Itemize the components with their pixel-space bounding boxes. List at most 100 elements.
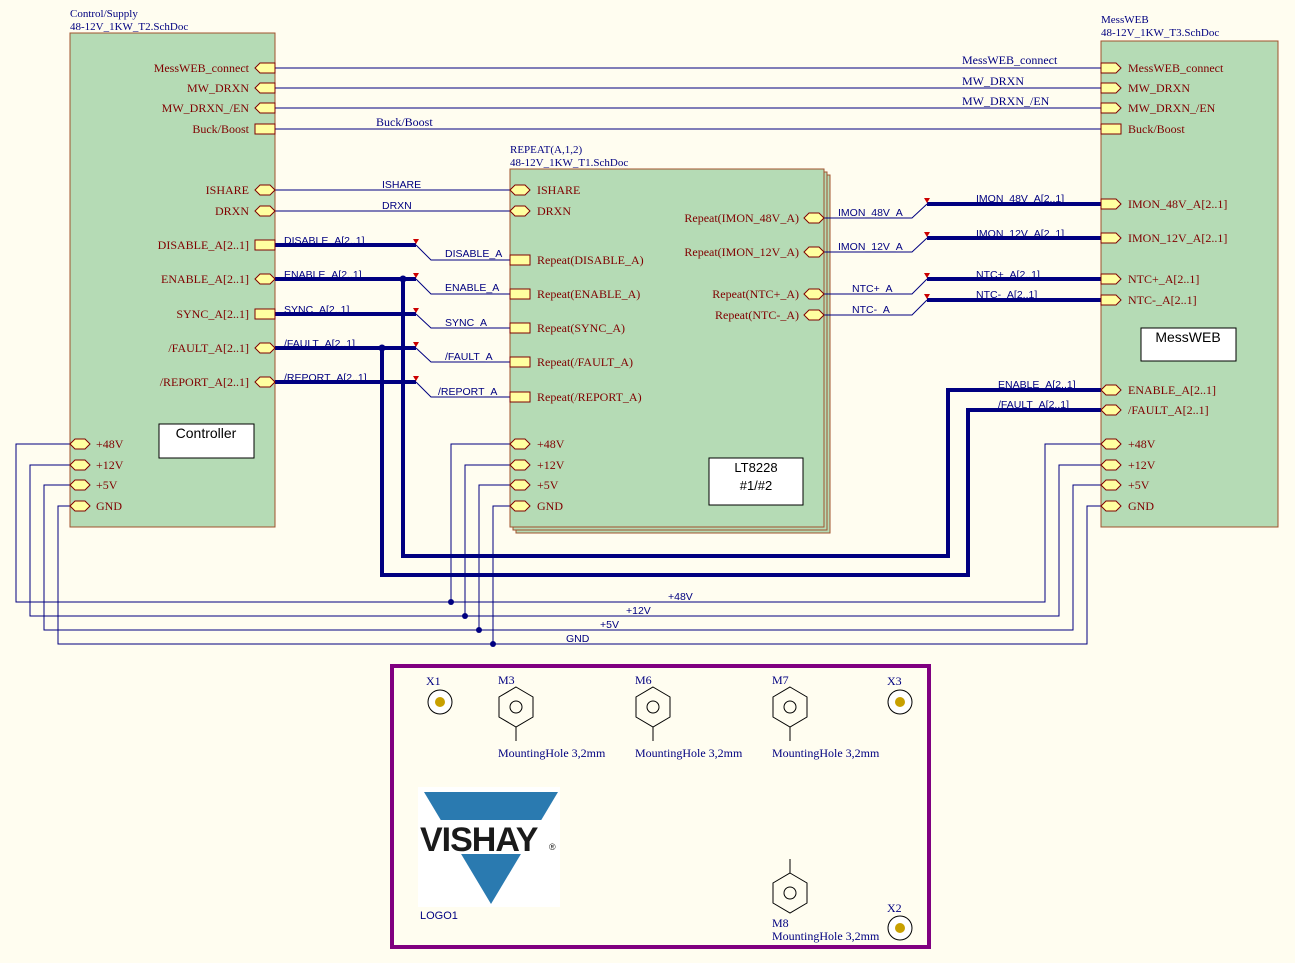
port-control-mw-drxn[interactable] xyxy=(254,82,276,94)
port-repeat-p12[interactable] xyxy=(509,459,531,471)
messweb-port-label: /FAULT_A[2..1] xyxy=(1128,403,1209,417)
port-control-p48[interactable] xyxy=(69,438,91,450)
net-label: MW_DRXN_/EN xyxy=(962,94,1050,108)
port-repeat-fault[interactable] xyxy=(509,356,531,368)
port-mw-ntcp[interactable] xyxy=(1100,273,1122,285)
port-mw-buck-boost[interactable] xyxy=(1100,123,1122,135)
port-repeat-imon48[interactable] xyxy=(803,212,825,224)
mounting-hole-m6[interactable]: M6 MountingHole 3,2mm xyxy=(635,673,743,760)
port-control-gnd[interactable] xyxy=(69,500,91,512)
port-mw-messweb-connect[interactable] xyxy=(1100,62,1122,74)
messweb-port-label: MW_DRXN xyxy=(1128,81,1190,95)
bus-enable-to-messweb[interactable] xyxy=(401,279,1101,558)
port-repeat-sync[interactable] xyxy=(509,322,531,334)
port-mw-fault[interactable] xyxy=(1100,404,1122,416)
port-control-messweb-connect[interactable] xyxy=(254,62,276,74)
port-control-enable[interactable] xyxy=(254,273,276,285)
wire-sync-a[interactable] xyxy=(415,313,510,329)
buses xyxy=(275,202,1101,577)
sheet-repeat[interactable]: REPEAT(A,1,2) 48-12V_1KW_T1.SchDoc LT822… xyxy=(509,144,831,534)
messweb-port-label: IMON_12V_A[2..1] xyxy=(1128,231,1227,245)
wire-p48[interactable] xyxy=(15,443,1101,603)
port-control-report[interactable] xyxy=(254,376,276,388)
wire-gnd-drop[interactable] xyxy=(492,505,510,644)
wire-imon48-a[interactable] xyxy=(824,203,928,219)
port-mw-imon48[interactable] xyxy=(1100,198,1122,210)
control-port-label: ENABLE_A[2..1] xyxy=(161,272,249,286)
wire-p48-drop[interactable] xyxy=(450,443,510,602)
mounting-hole-m7[interactable]: M7 MountingHole 3,2mm xyxy=(772,673,880,760)
sheet-control[interactable]: Control/Supply 48-12V_1KW_T2.SchDoc Cont… xyxy=(69,8,276,528)
messweb-port-label: MessWEB_connect xyxy=(1128,61,1224,75)
fiducial-label: X3 xyxy=(887,674,902,688)
port-mw-enable[interactable] xyxy=(1100,384,1122,396)
port-control-disable[interactable] xyxy=(254,239,276,251)
port-repeat-enable[interactable] xyxy=(509,288,531,300)
port-repeat-gnd[interactable] xyxy=(509,500,531,512)
port-control-p12[interactable] xyxy=(69,459,91,471)
sheet-messweb[interactable]: MessWEB 48-12V_1KW_T3.SchDoc MessWEB xyxy=(1100,14,1279,528)
hex-nut-icon xyxy=(772,686,808,728)
junction-p12 xyxy=(462,613,468,619)
hole-circle xyxy=(646,700,660,714)
hole-label: MountingHole 3,2mm xyxy=(498,746,606,760)
port-control-mw-drxn-en[interactable] xyxy=(254,102,276,114)
net-label: SYNC_A xyxy=(445,317,487,329)
port-mw-gnd[interactable] xyxy=(1100,500,1122,512)
port-repeat-p5[interactable] xyxy=(509,479,531,491)
repeat-port-label: ISHARE xyxy=(537,183,580,197)
port-repeat-p48[interactable] xyxy=(509,438,531,450)
port-control-p5[interactable] xyxy=(69,479,91,491)
port-control-buck-boost[interactable] xyxy=(254,123,276,135)
fiducial-x1[interactable]: X1 xyxy=(426,674,453,715)
port-mw-imon12[interactable] xyxy=(1100,232,1122,244)
port-repeat-drxn[interactable] xyxy=(509,205,531,217)
control-port-label: SYNC_A[2..1] xyxy=(176,307,249,321)
port-control-ishare[interactable] xyxy=(254,184,276,196)
port-control-drxn[interactable] xyxy=(254,205,276,217)
port-mw-p12[interactable] xyxy=(1100,459,1122,471)
net-label: ISHARE xyxy=(382,179,421,191)
port-repeat-imon12[interactable] xyxy=(803,246,825,258)
wire-p12[interactable] xyxy=(29,464,1101,617)
wire-ntcp-a[interactable] xyxy=(824,278,928,295)
net-label: MessWEB_connect xyxy=(962,53,1058,67)
wire-enable-a[interactable] xyxy=(415,278,510,295)
hole-designator: M3 xyxy=(498,673,515,687)
wire-imon12-a[interactable] xyxy=(824,237,928,253)
junction-enable xyxy=(399,275,407,283)
port-mw-mw-drxn-en[interactable] xyxy=(1100,102,1122,114)
wire-gnd[interactable] xyxy=(57,505,1101,645)
repeat-port-label: +48V xyxy=(537,437,565,451)
fiducial-x3[interactable]: X3 xyxy=(887,674,913,715)
port-repeat-report[interactable] xyxy=(509,391,531,403)
wire-ntcm-a[interactable] xyxy=(824,299,928,316)
repeat-port-label: +12V xyxy=(537,458,565,472)
port-control-sync[interactable] xyxy=(254,308,276,320)
sheet-messweb-body[interactable] xyxy=(1100,40,1279,528)
fiducial-x2[interactable]: X2 xyxy=(887,901,913,941)
port-mw-p48[interactable] xyxy=(1100,438,1122,450)
port-mw-p5[interactable] xyxy=(1100,479,1122,491)
wire-report-a[interactable] xyxy=(415,381,510,398)
port-control-fault[interactable] xyxy=(254,342,276,354)
port-repeat-ishare[interactable] xyxy=(509,184,531,196)
net-label: +5V xyxy=(600,619,619,631)
wire-p5-drop[interactable] xyxy=(478,484,510,630)
vishay-logo[interactable]: VISHAY ® LOGO1 xyxy=(418,787,560,922)
port-mw-mw-drxn[interactable] xyxy=(1100,82,1122,94)
port-repeat-disable[interactable] xyxy=(509,254,531,266)
wire-p12-drop[interactable] xyxy=(464,464,510,616)
port-mw-ntcm[interactable] xyxy=(1100,294,1122,306)
net-label: ENABLE_A xyxy=(445,282,499,294)
port-repeat-ntcm[interactable] xyxy=(803,309,825,321)
wire-disable-a[interactable] xyxy=(415,244,510,261)
mounting-hole-m3[interactable]: M3 MountingHole 3,2mm xyxy=(498,673,606,760)
wire-fault-a[interactable] xyxy=(415,347,510,363)
mounting-hole-m8[interactable]: M8 MountingHole 3,2mm xyxy=(772,859,880,943)
port-repeat-ntcp[interactable] xyxy=(803,288,825,300)
sheet-messweb-label-box xyxy=(1140,327,1237,362)
wire-p5[interactable] xyxy=(43,484,1101,631)
bus-fault-to-messweb[interactable] xyxy=(380,348,1101,577)
repeat-port-label: Repeat(ENABLE_A) xyxy=(537,287,640,301)
